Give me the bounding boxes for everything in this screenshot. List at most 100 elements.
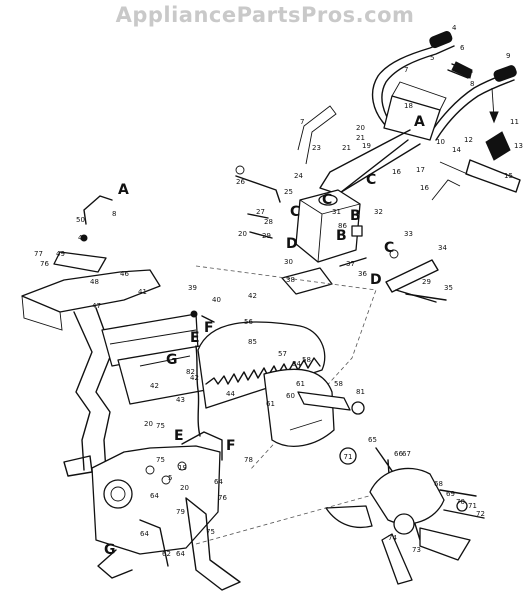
callout-letter: C bbox=[384, 240, 394, 256]
part-number: 69 bbox=[446, 490, 455, 498]
part-number: 32 bbox=[374, 208, 383, 216]
part-number: 19 bbox=[362, 142, 371, 150]
part-number: 9 bbox=[506, 52, 510, 60]
part-number: 49 bbox=[78, 234, 87, 242]
part-number: 42 bbox=[190, 374, 199, 382]
callout-letter: C bbox=[290, 204, 300, 220]
part-number: 7 bbox=[300, 118, 304, 126]
part-number: 85 bbox=[248, 338, 257, 346]
part-number: 72 bbox=[476, 510, 485, 518]
center-grip-icon bbox=[451, 61, 473, 79]
callout-letter: F bbox=[204, 320, 214, 336]
part-number: 10 bbox=[436, 138, 445, 146]
part-number: 30 bbox=[284, 258, 293, 266]
callout-letter: G bbox=[166, 352, 178, 368]
part-number: 79 bbox=[176, 508, 185, 516]
callout-letter: A bbox=[414, 114, 425, 130]
part-number: 62 bbox=[162, 550, 171, 558]
part-number: 57 bbox=[278, 350, 287, 358]
part-number: 33 bbox=[404, 230, 413, 238]
part-number: 28 bbox=[264, 218, 273, 226]
part-number: 37 bbox=[346, 260, 355, 268]
part-number: 82 bbox=[186, 368, 195, 376]
part-number: 50 bbox=[76, 216, 85, 224]
part-number: 18 bbox=[404, 102, 413, 110]
part-number: 46 bbox=[120, 270, 129, 278]
part-number: 76 bbox=[218, 494, 227, 502]
callout-letter: D bbox=[370, 272, 382, 288]
tine-shield-assembly bbox=[190, 310, 365, 447]
part-number: 75 bbox=[156, 456, 165, 464]
part-number: 70 bbox=[456, 498, 465, 506]
callout-letter: G bbox=[104, 542, 116, 558]
part-number: 29 bbox=[262, 232, 271, 240]
part-number: 64 bbox=[140, 530, 149, 538]
callout-letter: B bbox=[350, 208, 361, 224]
part-number: 71 bbox=[468, 502, 477, 510]
part-number: 75 bbox=[206, 528, 215, 536]
badge-circle bbox=[339, 447, 357, 465]
part-number: 47 bbox=[92, 302, 101, 310]
part-number: 64 bbox=[150, 492, 159, 500]
part-number: 8 bbox=[112, 210, 116, 218]
part-number: 20 bbox=[238, 230, 247, 238]
part-number: 84 bbox=[292, 360, 301, 368]
part-number: 76 bbox=[40, 260, 49, 268]
part-number: 17 bbox=[416, 166, 425, 174]
part-number: 15 bbox=[504, 172, 513, 180]
part-number: 27 bbox=[256, 208, 265, 216]
watermark-text: AppliancePartsPros.com bbox=[115, 3, 415, 27]
part-number: 6 bbox=[460, 44, 465, 52]
part-number: 19 bbox=[178, 464, 187, 472]
tine-assembly bbox=[325, 447, 485, 585]
part-number: 20 bbox=[180, 484, 189, 492]
part-number: 14 bbox=[452, 146, 461, 154]
part-number: 7 bbox=[404, 66, 408, 74]
part-number: 12 bbox=[464, 136, 473, 144]
part-number: 23 bbox=[312, 144, 321, 152]
part-number: 24 bbox=[294, 172, 303, 180]
part-number: 29 bbox=[422, 278, 431, 286]
part-number-callouts: 4 5 6 7 8 9 18 10 11 12 13 14 15 16 16 1… bbox=[34, 24, 523, 558]
part-number: 5 bbox=[168, 474, 172, 482]
callout-letter: A bbox=[118, 182, 129, 198]
part-number: 4 bbox=[452, 24, 457, 32]
part-number: 56 bbox=[244, 318, 253, 326]
handlebar-assembly bbox=[297, 31, 521, 201]
part-number: 73 bbox=[412, 546, 421, 554]
callout-letter: D bbox=[286, 236, 298, 252]
part-number: 31 bbox=[332, 208, 341, 216]
part-number: 16 bbox=[420, 184, 429, 192]
part-number: 35 bbox=[444, 284, 453, 292]
part-number: 48 bbox=[90, 278, 99, 286]
part-number: 66 bbox=[394, 450, 403, 458]
part-number: 81 bbox=[356, 388, 365, 396]
left-grip-icon bbox=[429, 31, 453, 49]
throttle-lever-icon bbox=[485, 131, 511, 161]
part-number: 61 bbox=[296, 380, 305, 388]
callout-letter: E bbox=[190, 330, 200, 346]
part-number: 8 bbox=[470, 80, 474, 88]
part-number: 60 bbox=[286, 392, 295, 400]
part-number: 20 bbox=[356, 124, 365, 132]
part-number: 43 bbox=[176, 396, 185, 404]
part-number: 44 bbox=[226, 390, 235, 398]
callout-letter: C bbox=[322, 192, 332, 208]
part-number: 11 bbox=[510, 118, 519, 126]
badge-number: 71 bbox=[344, 453, 353, 461]
callout-letter: B bbox=[336, 228, 347, 244]
part-number: 65 bbox=[368, 436, 377, 444]
part-number: 34 bbox=[438, 244, 447, 252]
part-number: 78 bbox=[244, 456, 253, 464]
part-number: 21 bbox=[342, 144, 351, 152]
part-number: 25 bbox=[284, 188, 293, 196]
callout-letters: A A B B C C C C D D D E E F F G G bbox=[104, 114, 425, 558]
part-number: 20 bbox=[144, 420, 153, 428]
part-number: 42 bbox=[248, 292, 257, 300]
callout-letter: E bbox=[174, 428, 184, 444]
part-number: 49 bbox=[56, 250, 65, 258]
part-number: 74 bbox=[388, 534, 397, 542]
callout-letter: F bbox=[226, 438, 236, 454]
part-number: 39 bbox=[188, 284, 197, 292]
